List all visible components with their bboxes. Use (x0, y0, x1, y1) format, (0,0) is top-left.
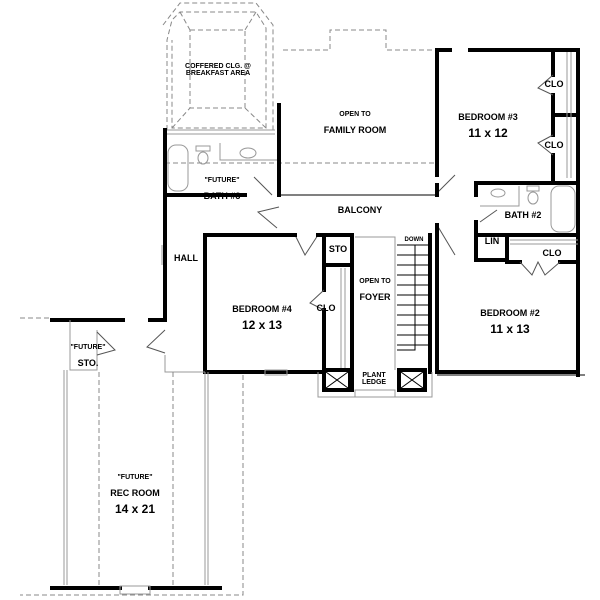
future-sto-line2: STO. (77, 357, 99, 368)
bedroom-3-size: 11 x 12 (468, 125, 508, 140)
bedroom-3-name: BEDROOM #3 (458, 112, 518, 122)
bedroom-3-closet-2-label: CLO (544, 140, 564, 150)
linen-label: LIN (484, 236, 500, 246)
balcony-label: BALCONY (337, 205, 383, 215)
bath-3-line2: BATH #3 (203, 190, 241, 201)
bedroom-2-name: BEDROOM #2 (480, 308, 540, 318)
bedroom-3-label: BEDROOM #3 11 x 12 (458, 108, 518, 142)
bath-2-label: BATH #2 (504, 210, 542, 220)
foyer-label: OPEN TO FOYER (359, 271, 390, 305)
foyer-line2: FOYER (359, 291, 391, 302)
bedroom-4-label: BEDROOM #4 12 x 13 (232, 300, 292, 334)
family-line1: OPEN TO (339, 111, 371, 118)
balcony-doors (256, 174, 456, 374)
breakfast-area-label: COFFERED CLG. @BREAKFAST AREA (185, 63, 251, 78)
bedroom-2-size: 11 x 13 (490, 321, 530, 336)
rec-room-walls (20, 228, 244, 596)
future-sto-line1: "FUTURE" (70, 344, 106, 351)
rec-room-line2: REC ROOM (110, 487, 160, 498)
rec-room-line1: "FUTURE" (117, 474, 153, 481)
foyer-line1: OPEN TO (359, 278, 391, 285)
rec-room-label: "FUTURE" REC ROOM 14 x 21 (110, 467, 160, 517)
breakfast-line1: COFFERED CLG. @ (185, 63, 251, 70)
bath-3-line1: "FUTURE" (204, 177, 240, 184)
breakfast-area-ceiling (162, 2, 274, 130)
bedroom-2-closet (435, 239, 585, 376)
bath-3-label: "FUTURE" BATH #3 (204, 170, 241, 204)
bedroom-4-size: 12 x 13 (241, 317, 283, 332)
bedroom-2-closet-label: CLO (542, 248, 562, 258)
bedroom-2-label: BEDROOM #2 11 x 13 (480, 304, 540, 338)
breakfast-line2: BREAKFAST AREA (185, 70, 251, 78)
family-line2: FAMILY ROOM (323, 124, 387, 135)
future-storage-label: "FUTURE" STO. (70, 337, 105, 371)
family-room-outline (165, 29, 437, 197)
plant-ledge-line2: LEDGE (361, 379, 387, 387)
foyer-stairs (317, 233, 433, 398)
hall-label: HALL (174, 253, 198, 263)
bedroom-3-closet-1-label: CLO (544, 79, 564, 89)
bedroom-4-name: BEDROOM #4 (232, 304, 292, 314)
stairs-down-label: DOWN (404, 237, 424, 243)
bath-3 (163, 128, 277, 322)
rec-room-size: 14 x 21 (114, 501, 156, 516)
family-room-label: OPEN TO FAMILY ROOM (324, 104, 387, 138)
bath-2 (474, 181, 580, 262)
plant-ledge-line1: PLANT (362, 372, 386, 379)
bedroom-4-closet-label: CLO (316, 303, 336, 313)
storage-label: STO (328, 244, 348, 254)
bedroom-3-walls (435, 48, 580, 377)
